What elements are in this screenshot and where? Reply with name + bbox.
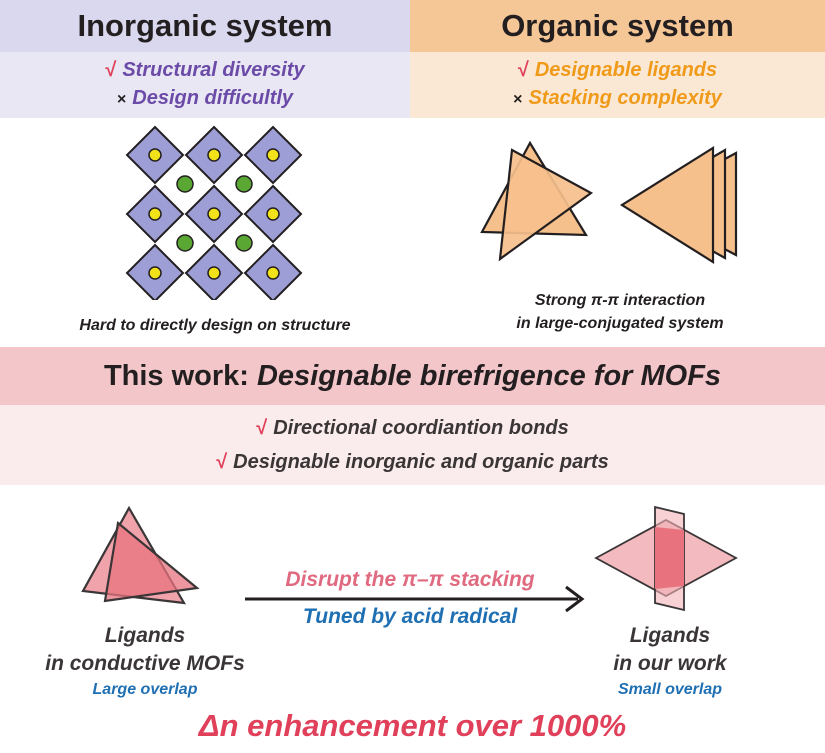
right-ligand-line2: in our work xyxy=(613,652,727,675)
stacked-triangle xyxy=(619,146,715,264)
ligand-triangle xyxy=(103,520,200,603)
inorganic-pro-row: √Structural diversity xyxy=(105,56,304,84)
metal-center-dot xyxy=(207,207,221,221)
left-ligand-line2: in conductive MOFs xyxy=(45,652,245,675)
organic-caption: Strong π-π interaction in large-conjugat… xyxy=(440,289,800,335)
right-ligand-label: Ligands in our work xyxy=(540,622,800,678)
organic-stacking-diagram xyxy=(480,140,738,264)
organic-pro-row: √Designable ligands xyxy=(518,56,717,84)
organic-caption-line2: in large-conjugated system xyxy=(516,315,724,332)
large-overlap-triangles xyxy=(81,505,200,605)
organic-header: Organic system xyxy=(410,0,825,52)
metal-center-dot xyxy=(207,148,221,162)
this-work-advantages: √Directional coordiantion bonds √Designa… xyxy=(0,405,825,485)
cation-dot xyxy=(235,234,253,252)
check-icon: √ xyxy=(517,59,529,81)
right-overlap-note: Small overlap xyxy=(617,681,723,698)
cation-dot xyxy=(176,175,194,193)
advantage-text: Directional coordiantion bonds xyxy=(273,417,569,439)
right-ligand-line1: Ligands xyxy=(629,624,711,647)
check-icon: √ xyxy=(216,451,228,473)
check-icon: √ xyxy=(105,59,117,81)
inorganic-pro: Structural diversity xyxy=(122,59,305,81)
arrow-label-bottom: Tuned by acid radical xyxy=(302,605,518,628)
inorganic-con: Design difficultly xyxy=(132,87,294,109)
inorganic-title: Inorganic system xyxy=(77,8,333,43)
organic-title: Organic system xyxy=(501,8,734,43)
metal-center-dot xyxy=(266,207,280,221)
advantage-text: Designable inorganic and organic parts xyxy=(233,451,609,473)
metal-center-dot xyxy=(148,266,162,280)
metal-center-dot xyxy=(148,207,162,221)
organic-con: Stacking complexity xyxy=(528,87,722,109)
metal-center-dot xyxy=(148,148,162,162)
cross-icon: × xyxy=(513,91,523,108)
left-ligand-label: Ligands in conductive MOFs xyxy=(10,622,280,678)
check-icon: √ xyxy=(256,417,268,439)
inorganic-con-row: × Design difficultly xyxy=(117,84,293,114)
arrow-label-top: Disrupt the π–π stacking xyxy=(285,568,535,591)
advantage-row: √Designable inorganic and organic parts xyxy=(216,445,609,479)
cross-icon: × xyxy=(116,91,127,108)
this-work-banner: This work: Designable birefrigence for M… xyxy=(0,347,825,405)
cation-dot xyxy=(235,175,253,193)
left-overlap-note: Large overlap xyxy=(92,681,198,698)
metal-center-dot xyxy=(266,266,280,280)
organic-features: √Designable ligands × Stacking complexity xyxy=(410,52,825,118)
inorganic-lattice-diagram xyxy=(125,125,303,300)
advantage-row: √Directional coordiantion bonds xyxy=(256,411,569,445)
stacked-triangle xyxy=(498,148,594,262)
metal-center-dot xyxy=(207,266,221,280)
small-overlap-shapes xyxy=(594,505,738,612)
ligand-comparison-diagram xyxy=(81,505,738,613)
left-ligand-line1: Ligands xyxy=(104,624,186,647)
overlap-region xyxy=(655,527,684,589)
cation-dot xyxy=(176,234,194,252)
inorganic-features: √Structural diversity × Design difficultl… xyxy=(0,52,410,118)
inorganic-caption: Hard to directly design on structure xyxy=(79,317,351,334)
this-work-label: This work: xyxy=(103,359,249,392)
metal-center-dot xyxy=(266,148,280,162)
this-work-title: Designable birefrigence for MOFs xyxy=(256,359,722,392)
organic-pro: Designable ligands xyxy=(534,59,718,81)
organic-con-row: × Stacking complexity xyxy=(513,84,722,114)
arrow xyxy=(245,585,585,613)
inorganic-header: Inorganic system xyxy=(0,0,410,52)
result-headline: Δn enhancement over 1000% xyxy=(198,708,627,743)
organic-caption-line1: Strong π-π interaction xyxy=(534,292,706,309)
